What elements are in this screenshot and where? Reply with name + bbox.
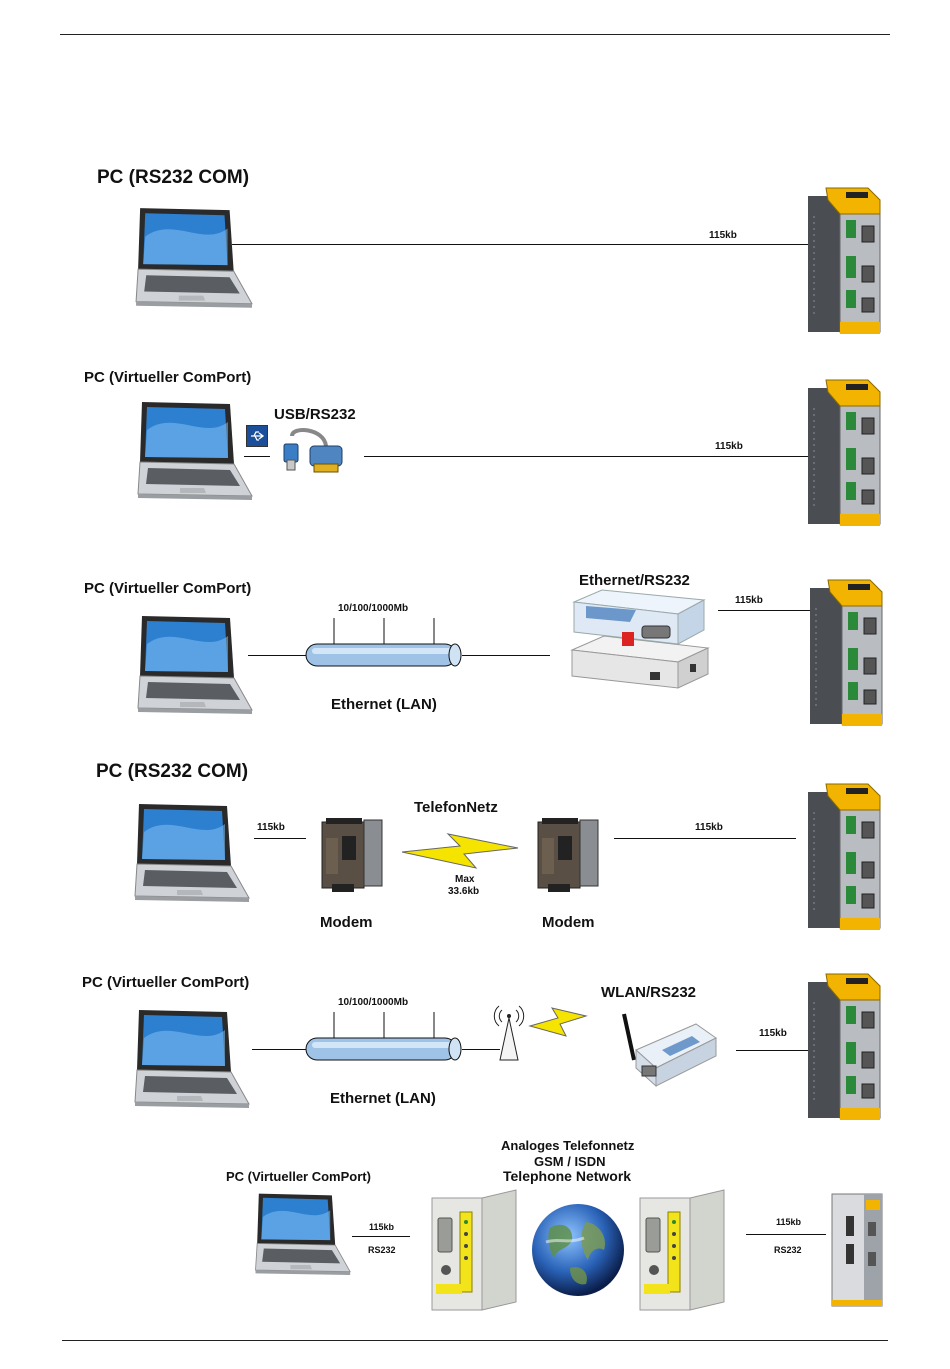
section-title: PC (RS232 COM) [96,761,249,782]
serial-link [736,1050,808,1051]
right-speed-label: 115kb [776,1217,802,1227]
laptop-icon [134,804,250,902]
wlan-rs232-adapter-icon [622,1013,717,1088]
bus-speed-label: 10/100/1000Mb [338,997,409,1008]
section-title: PC (Virtueller ComPort) [226,1169,371,1184]
ethernet-bus-icon [305,618,462,667]
link-speed-label: 115kb [715,441,743,452]
servo-drive-icon [808,783,881,930]
bus-speed-label: 10/100/1000Mb [338,603,409,614]
serial-link [232,244,808,245]
link-speed-label: 115kb [709,230,737,241]
telephone-modem-icon [639,1189,725,1311]
laptop-icon [255,1193,351,1276]
servo-drive-icon [808,973,881,1120]
servo-drive-icon [808,187,881,334]
max-speed-label: 33.6kb [448,886,480,897]
access-point-link [462,1049,500,1050]
laptop-icon [134,1010,250,1108]
servo-drive-icon [810,579,883,726]
servo-drive-icon [808,379,881,526]
globe-icon [532,1204,624,1296]
serial-link [718,610,810,611]
link-speed-label: 115kb [735,595,763,606]
usb-link-left [244,456,270,457]
link-speed-label: 115kb [695,822,723,833]
modem-label-right: Modem [542,914,595,931]
modem-icon [537,818,599,892]
top-rule [60,34,890,35]
telephone-modem-icon [431,1189,517,1311]
pc-speed-label: 115kb [257,822,285,833]
laptop-icon [137,402,253,500]
lightning-icon [401,833,519,869]
bus-label: Ethernet (LAN) [330,1090,436,1107]
servo-drive-small-icon [831,1193,883,1307]
network-label-line3: Telephone Network [503,1168,632,1184]
left-speed-label: 115kb [369,1222,395,1232]
ethernet-rs232-adapter-icon [570,589,710,689]
serial-link [364,456,808,457]
adapter-label: USB/RS232 [274,406,356,423]
network-label-line1: Analoges Telefonnetz [501,1138,635,1153]
pc-link [252,1049,306,1050]
modem-icon [321,818,383,892]
right-link [746,1234,826,1235]
bottom-rule [62,1340,888,1341]
laptop-icon [137,616,253,714]
adapter-link [462,655,550,656]
section-title: PC (Virtueller ComPort) [84,580,252,597]
modem-label-left: Modem [320,914,373,931]
network-label-line2: GSM / ISDN [534,1154,606,1169]
bus-label: Ethernet (LAN) [331,696,437,713]
section-title: PC (Virtueller ComPort) [82,974,250,991]
usb-logo-icon [246,425,268,447]
max-label: Max [455,874,475,885]
pc-link [248,655,306,656]
network-label: TelefonNetz [414,799,498,816]
section-title: PC (Virtueller ComPort) [84,369,252,386]
access-point-icon [493,1005,525,1061]
pc-modem-link [254,838,306,839]
lightning-icon [528,1007,588,1037]
ethernet-bus-icon [305,1012,462,1061]
section-title: PC (RS232 COM) [97,167,250,188]
right-protocol-label: RS232 [774,1245,802,1255]
left-link [352,1236,410,1237]
laptop-icon [135,208,253,308]
serial-link [614,838,796,839]
adapter-label: WLAN/RS232 [601,984,697,1001]
usb-rs232-cable-icon [283,428,343,473]
left-protocol-label: RS232 [368,1245,396,1255]
adapter-label: Ethernet/RS232 [579,572,690,589]
link-speed-label: 115kb [759,1028,787,1039]
